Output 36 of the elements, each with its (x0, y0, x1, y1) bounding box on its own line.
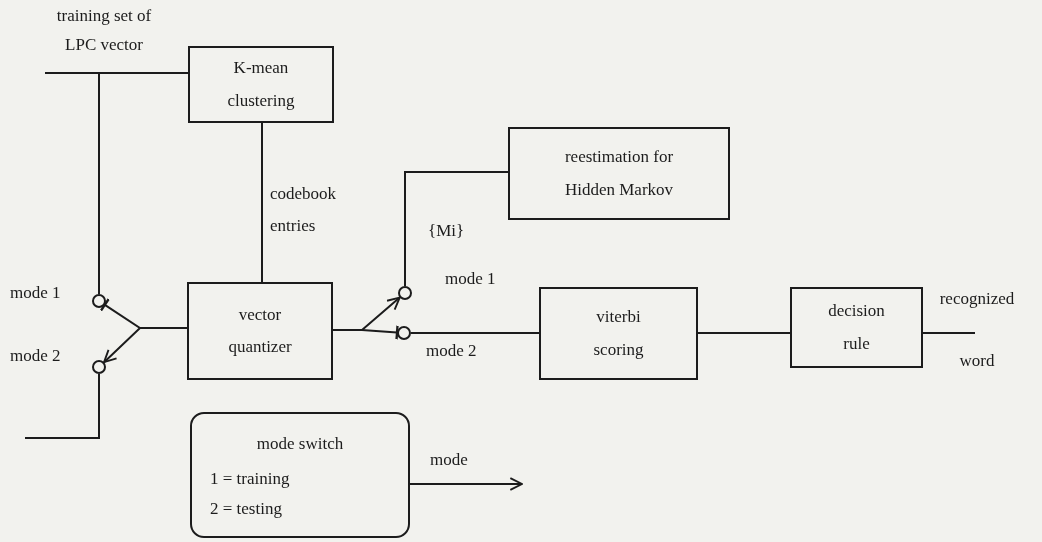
connector-line (261, 122, 263, 283)
box-title: K-mean clustering (226, 57, 296, 112)
box-title: mode switch (256, 433, 344, 455)
input-label: training set of LPC vector (55, 5, 153, 56)
connector-line (697, 332, 791, 334)
edge-label: codebook entries (270, 183, 338, 238)
box-text: 1 = training (210, 468, 290, 491)
switch-contact (398, 286, 412, 300)
switch-arrow (409, 477, 523, 491)
process-box (539, 287, 698, 380)
box-title: reestimation for Hidden Markov (563, 146, 675, 201)
process-box (790, 287, 923, 368)
switch-arrow (103, 327, 188, 364)
connector-line (410, 332, 540, 334)
connector-line (24, 373, 100, 439)
edge-label: recognized word (938, 288, 1016, 372)
connector-line (922, 332, 976, 334)
switch-mode-label: mode 2 (426, 340, 477, 362)
connector-line (44, 72, 100, 295)
switch-mode-label: mode 1 (10, 282, 61, 304)
box-title: vector quantizer (227, 303, 293, 358)
box-title: decision rule (827, 300, 886, 355)
process-box (187, 282, 333, 380)
switch-contact (397, 326, 411, 340)
connector-line (404, 171, 509, 287)
switch-mode-label: mode 2 (10, 345, 61, 367)
box-text: 2 = testing (210, 498, 282, 521)
box-title: viterbi scoring (592, 306, 645, 361)
switch-contact (92, 360, 106, 374)
process-box (188, 46, 334, 123)
switch-mode-label: mode 1 (445, 268, 496, 290)
mode-switch-box (190, 412, 410, 538)
switch-contact (92, 294, 106, 308)
process-box (508, 127, 730, 220)
edge-label: mode (430, 449, 469, 471)
edge-label: {Mi} (428, 220, 466, 242)
